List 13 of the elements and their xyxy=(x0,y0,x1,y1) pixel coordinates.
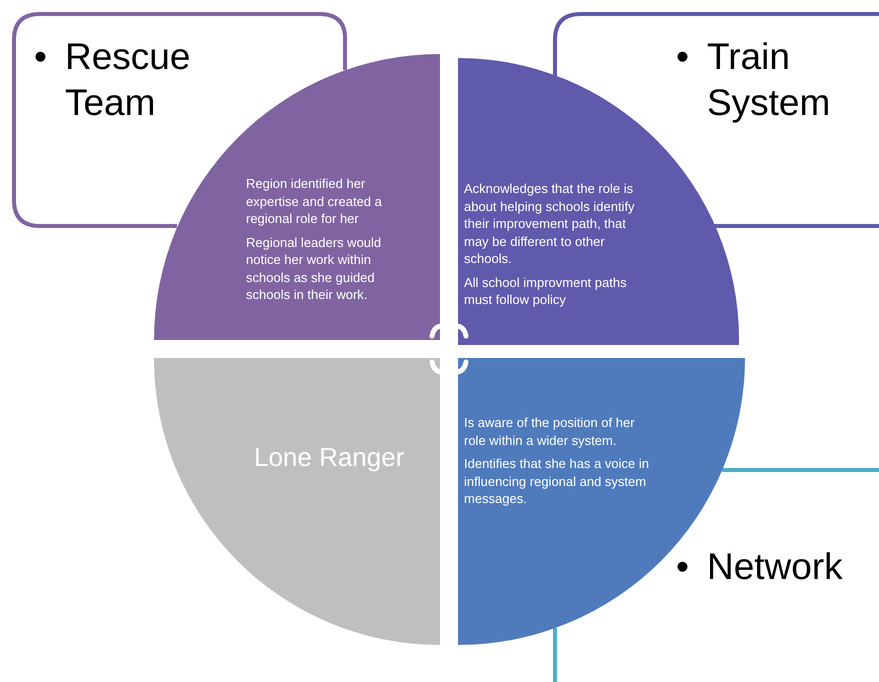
bullet-mark: • xyxy=(34,35,47,79)
description-text: Is aware of the position of her role within a wider system. xyxy=(464,414,636,449)
item-title: Train System xyxy=(706,35,832,125)
bullet-mark: • xyxy=(676,545,689,589)
description-text: Acknowledges that the role is about helping schools identify their improvement path, that may be different to other schools. xyxy=(464,180,636,268)
segment-title: Lone Ranger xyxy=(254,441,406,474)
bullet-mark: • xyxy=(676,35,689,79)
item-title: Rescue Team xyxy=(64,35,192,125)
description-text: Region identified her expertise and created a regional role for her xyxy=(246,175,383,228)
description-text: All school improvment paths must follow policy xyxy=(464,274,628,308)
item-title: Network xyxy=(706,545,843,589)
description-text: Regional leaders would notice her work within schools as she guided schools in their work. xyxy=(246,234,382,304)
description-text: Identifies that she has a voice in influencing regional and system messages. xyxy=(464,455,649,508)
